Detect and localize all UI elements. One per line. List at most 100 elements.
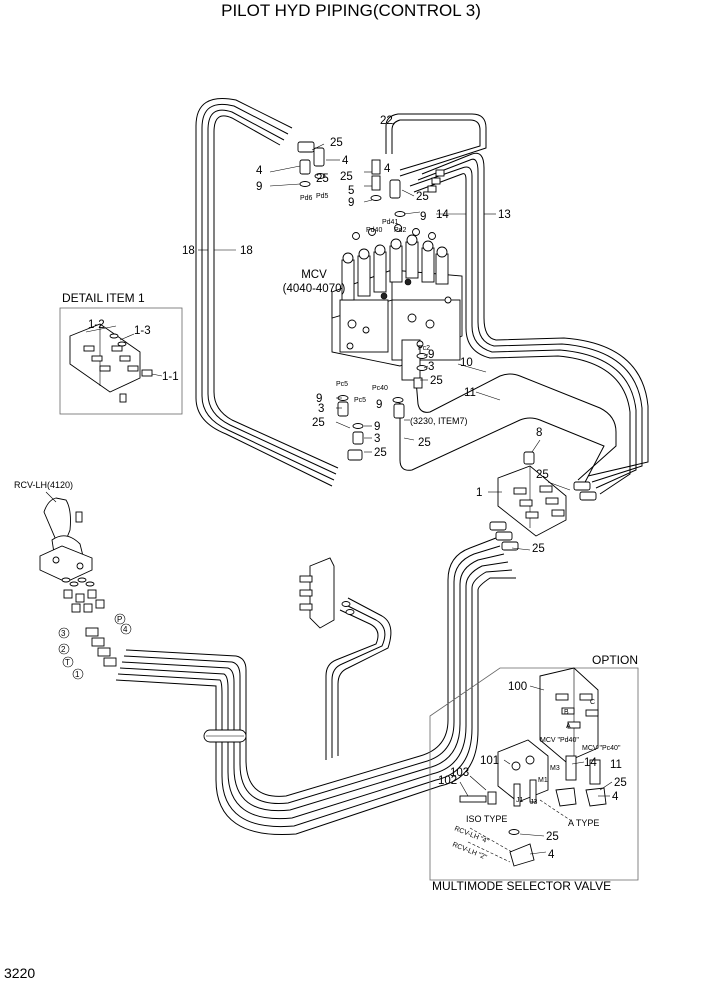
port-label: Pc5 xyxy=(336,381,348,388)
callout-number: 25 xyxy=(430,375,443,387)
callout-number: 9 xyxy=(256,181,262,193)
callout-number: 8 xyxy=(536,427,542,439)
detail-label: 1-2 xyxy=(88,319,105,331)
mcv-lower-fittings xyxy=(337,353,428,461)
option-callout: 25 xyxy=(546,831,559,843)
option-callout: 100 xyxy=(508,681,527,693)
callout-number: 18 xyxy=(182,245,195,257)
callout-number: 22 xyxy=(380,115,393,127)
hose-bundle-main xyxy=(115,537,516,836)
rcv-fittings xyxy=(61,577,117,667)
callout-number: 14 xyxy=(436,209,449,221)
page-number: 3220 xyxy=(4,965,35,981)
hose-bundle-left xyxy=(195,98,339,487)
callout-number: 3 xyxy=(374,433,380,445)
callout-number: 25 xyxy=(340,171,353,183)
option-port: J3 xyxy=(530,799,538,806)
callout-number: 9 xyxy=(428,349,434,361)
rcv-port-mark: P xyxy=(117,615,122,624)
detail-item-1-panel xyxy=(59,307,183,415)
rcv-port-mark: 1 xyxy=(75,670,80,679)
iso-type-label: ISO TYPE xyxy=(466,814,507,824)
callout-number: 5 xyxy=(348,185,354,197)
option-callout: 25 xyxy=(614,777,627,789)
detail-label: 1-3 xyxy=(134,325,151,337)
callout-number: 25 xyxy=(418,437,431,449)
small-bracket xyxy=(299,557,355,629)
hose-13-14 xyxy=(409,152,649,495)
page-title: PILOT HYD PIPING(CONTROL 3) xyxy=(221,1,481,20)
callout-number: 9 xyxy=(420,211,426,223)
rcv-port-mark: 2 xyxy=(61,645,66,654)
port-label: Pd2 xyxy=(394,227,407,234)
callout-number: 9 xyxy=(374,421,380,433)
leader-lines xyxy=(45,119,613,855)
hose-clamp xyxy=(203,729,247,743)
rcv-label: RCV-LH(4120) xyxy=(14,480,73,490)
port-label: Pd40 xyxy=(366,227,382,234)
hose-10-11 xyxy=(399,373,617,489)
port-label: Pc5 xyxy=(354,397,366,404)
callout-number: 25 xyxy=(536,469,549,481)
mcv-pc40-label: MCV "Pc40" xyxy=(582,745,621,752)
callout-number: 9 xyxy=(348,197,354,209)
option-port: B xyxy=(564,709,569,716)
port-label: Pc40 xyxy=(372,385,388,392)
detail-heading: DETAIL ITEM 1 xyxy=(62,291,145,305)
terminal-block xyxy=(489,451,597,551)
rcv-port-mark: 3 xyxy=(61,629,66,638)
callout-number: 25 xyxy=(416,191,429,203)
option-footer: MULTIMODE SELECTOR VALVE xyxy=(432,879,611,893)
mcv-note: (3230, ITEM7) xyxy=(410,416,468,426)
callout-number: 25 xyxy=(374,447,387,459)
callout-number: 25 xyxy=(532,543,545,555)
a-type-label: A TYPE xyxy=(568,818,599,828)
callout-number: 4 xyxy=(342,155,349,167)
callout-number: 25 xyxy=(330,137,343,149)
callout-number: 4 xyxy=(384,163,391,175)
option-port: J1 xyxy=(516,797,524,804)
mcv-valve-block xyxy=(331,224,463,381)
option-callout: 103 xyxy=(450,767,469,779)
rcv-port-mark: T xyxy=(65,658,70,667)
port-label: Pd41 xyxy=(382,219,398,226)
option-panel xyxy=(429,667,639,881)
option-callout: 4 xyxy=(612,791,619,803)
option-callout: 102 xyxy=(438,775,457,787)
option-callout: 11 xyxy=(610,759,622,771)
callout-number: 11 xyxy=(464,387,476,399)
callout-number: 3 xyxy=(318,403,324,415)
hose-22 xyxy=(385,113,487,177)
port-label: Pc2 xyxy=(418,345,430,352)
callout-number: 1 xyxy=(476,487,482,499)
callout-number: 25 xyxy=(312,417,325,429)
port-label: Pd6 xyxy=(300,195,313,202)
rcv-lh-2-label: RCV-LH "2" xyxy=(451,841,488,861)
option-callout: 14 xyxy=(584,757,597,769)
mcv-upper-fittings xyxy=(297,141,445,217)
mcv-range: (4040-4070) xyxy=(283,283,346,295)
option-port: M3 xyxy=(550,765,560,772)
callout-number: 9 xyxy=(376,399,382,411)
mcv-label: MCV xyxy=(301,269,327,281)
port-label: Pd5 xyxy=(316,193,329,200)
callout-number: 9 xyxy=(316,393,322,405)
callout-number: 3 xyxy=(428,361,434,373)
callout-number: 4 xyxy=(256,165,263,177)
option-port: C xyxy=(590,699,595,706)
callout-number: 25 xyxy=(316,173,329,185)
option-port: M1 xyxy=(538,777,548,784)
text-labels: MCV (4040-4070) (3230, ITEM7) RCV-LH(412… xyxy=(4,115,638,981)
callout-number: 18 xyxy=(240,245,253,257)
option-port: A xyxy=(566,723,571,730)
callout-number: 13 xyxy=(498,209,511,221)
detail-label: 1-1 xyxy=(162,371,179,383)
remote-control-valve xyxy=(39,497,93,583)
option-callout: 101 xyxy=(480,755,499,767)
callout-number: 10 xyxy=(460,357,473,369)
option-callout: 4 xyxy=(548,849,555,861)
mcv-pd40-label: MCV "Pd40" xyxy=(540,737,579,744)
option-heading: OPTION xyxy=(592,653,638,667)
rcv-port-mark: 4 xyxy=(123,625,128,634)
